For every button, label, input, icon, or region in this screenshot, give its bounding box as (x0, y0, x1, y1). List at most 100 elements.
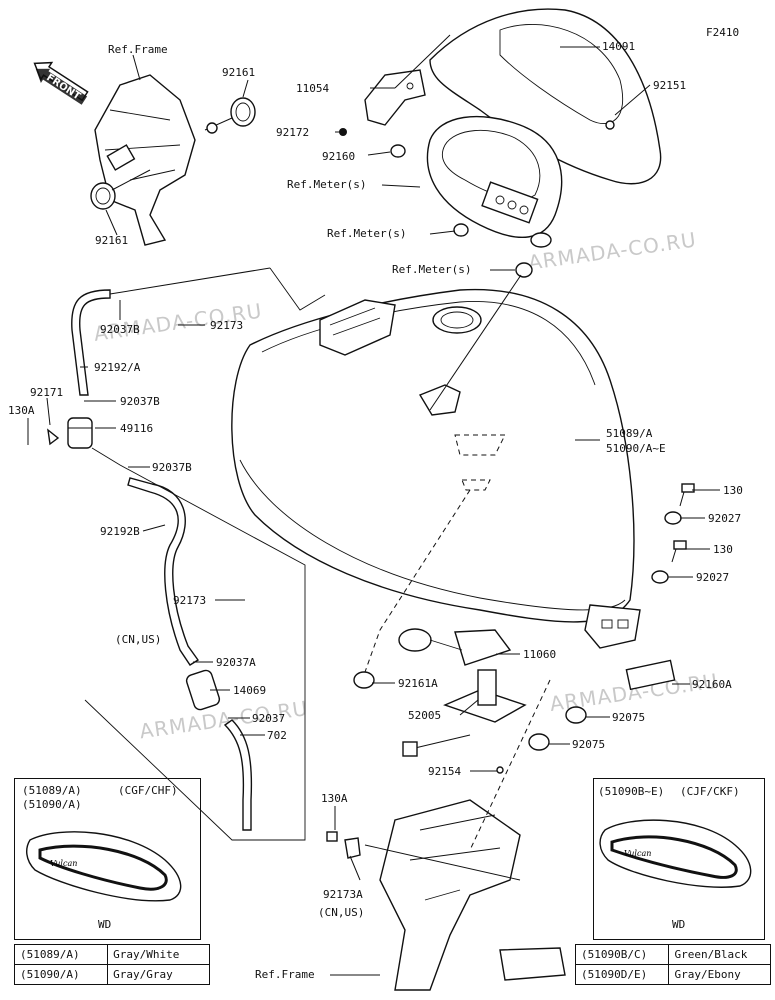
guide-line (364, 489, 471, 673)
guide-line (469, 679, 551, 851)
damper-92161A (353, 671, 375, 689)
fuel-tank (231, 288, 641, 649)
fuel-pump-52005 (398, 628, 527, 757)
inset-left-model2: (51090/A) (22, 798, 82, 811)
meter-assembly (426, 115, 563, 248)
callout-130: 130 (723, 484, 743, 497)
table-cell-color: Gray/White (107, 944, 210, 965)
screw-92154 (496, 766, 504, 774)
callout-92173: 92173 (210, 319, 243, 332)
callout-52005: 52005 (408, 709, 441, 722)
callout-130A: 130A (321, 792, 348, 805)
figure-code: F2410 (706, 26, 739, 39)
callout-92027: 92027 (696, 571, 729, 584)
meter-cover (429, 8, 662, 185)
callout-49116: 49116 (120, 422, 153, 435)
leader (109, 267, 271, 295)
callout-11054: 11054 (296, 82, 329, 95)
callout-92151: 92151 (653, 79, 686, 92)
callout-92075: 92075 (572, 738, 605, 751)
inset-right-model: (51090B~E) (598, 785, 665, 798)
inset-left-tank: Vulcan (26, 831, 182, 902)
table-row: (51090B/C) Green/Black (574, 944, 771, 965)
table-cell-part: (51090/A) (13, 964, 109, 985)
callout-cn-us: (CN,US) (115, 633, 161, 646)
callout-92173: 92173 (173, 594, 206, 607)
hose-702 (223, 719, 253, 831)
damper-92075-1 (565, 706, 587, 724)
callout-92160A: 92160A (692, 678, 732, 691)
color-table-left: (51089/A) Gray/White (51090/A) Gray/Gray (13, 944, 210, 985)
table-cell-color: Gray/Gray (107, 964, 210, 985)
callout-92172: 92172 (276, 126, 309, 139)
callout-92154: 92154 (428, 765, 461, 778)
callout-ref-meter: Ref.Meter(s) (392, 263, 471, 276)
damper-92075-2 (528, 733, 550, 751)
callout-92037A: 92037A (216, 656, 256, 669)
logo-text: Vulcan (50, 859, 77, 868)
callout-130: 130 (713, 543, 733, 556)
table-row: (51089/A) Gray/White (13, 944, 210, 965)
table-cell-part: (51090B/C) (574, 944, 670, 965)
bolt-130-2 (671, 540, 687, 563)
table-row: (51090D/E) Gray/Ebony (574, 964, 771, 985)
callout-ref-meter: Ref.Meter(s) (287, 178, 366, 191)
inset-left-codes: (CGF/CHF) (118, 784, 178, 797)
table-cell-color: Gray/Ebony (668, 964, 771, 985)
callout-92161A: 92161A (398, 677, 438, 690)
pad-92160A (625, 659, 676, 691)
callout-92075: 92075 (612, 711, 645, 724)
callout-92161: 92161 (95, 234, 128, 247)
group-outline (84, 447, 306, 841)
inset-left-view: WD (98, 918, 112, 931)
callout-92173A: 92173A (323, 888, 363, 901)
table-row: (51090/A) Gray/Gray (13, 964, 210, 985)
filter-14069 (185, 669, 221, 711)
callout-ref-frame: Ref.Frame (108, 43, 168, 56)
table-cell-part: (51090D/E) (574, 964, 670, 985)
color-table-right: (51090B/C) Green/Black (51090D/E) Gray/E… (574, 944, 771, 985)
inset-left-model1: (51089/A) (22, 784, 82, 797)
guide-line (364, 844, 521, 881)
callout-51090AE: 51090/A~E (606, 442, 666, 455)
watermark-text: ARMADA-CO.RU (527, 227, 699, 274)
callout-cn-us: (CN,US) (318, 906, 364, 919)
callout-92037B: 92037B (100, 323, 140, 336)
callout-14069: 14069 (233, 684, 266, 697)
grommet-92160 (390, 144, 406, 158)
callout-92037B: 92037B (152, 461, 192, 474)
hose-92192B (127, 477, 200, 666)
leader-lines (27, 34, 720, 976)
callout-labels: Ref.Frame 14091 11054 92151 92161 92172 … (8, 40, 743, 981)
callout-92192B: 92192B (100, 525, 140, 538)
table-cell-part: (51089/A) (13, 944, 109, 965)
washer-92027-2 (651, 570, 669, 584)
callout-51089A: 51089/A (606, 427, 653, 440)
callout-92037B: 92037B (120, 395, 160, 408)
leader (269, 267, 326, 311)
callout-702: 702 (267, 729, 287, 742)
callout-92027: 92027 (708, 512, 741, 525)
callout-92161: 92161 (222, 66, 255, 79)
clip-92173A (326, 831, 361, 859)
grommet-92161-bottom (90, 169, 151, 210)
callout-ref-meter: Ref.Meter(s) (327, 227, 406, 240)
inset-right-view: WD (672, 918, 686, 931)
callout-92192A: 92192/A (94, 361, 141, 374)
logo-text: Vulcan (624, 849, 651, 858)
callout-14091: 14091 (602, 40, 635, 53)
grommet-92161-top (204, 97, 256, 134)
callout-92171: 92171 (30, 386, 63, 399)
front-arrow-icon: FRONT (33, 61, 89, 105)
bracket-11054 (364, 69, 426, 126)
grommet-meter-1 (453, 223, 469, 237)
callout-92037: 92037 (252, 712, 285, 725)
grommet-meter-2 (515, 262, 533, 278)
frame-bracket (94, 74, 196, 246)
frame-lower (379, 799, 566, 991)
callout-130A: 130A (8, 404, 35, 417)
callout-92160: 92160 (322, 150, 355, 163)
washer-92027-1 (664, 511, 682, 525)
hose-92192A (71, 289, 111, 396)
